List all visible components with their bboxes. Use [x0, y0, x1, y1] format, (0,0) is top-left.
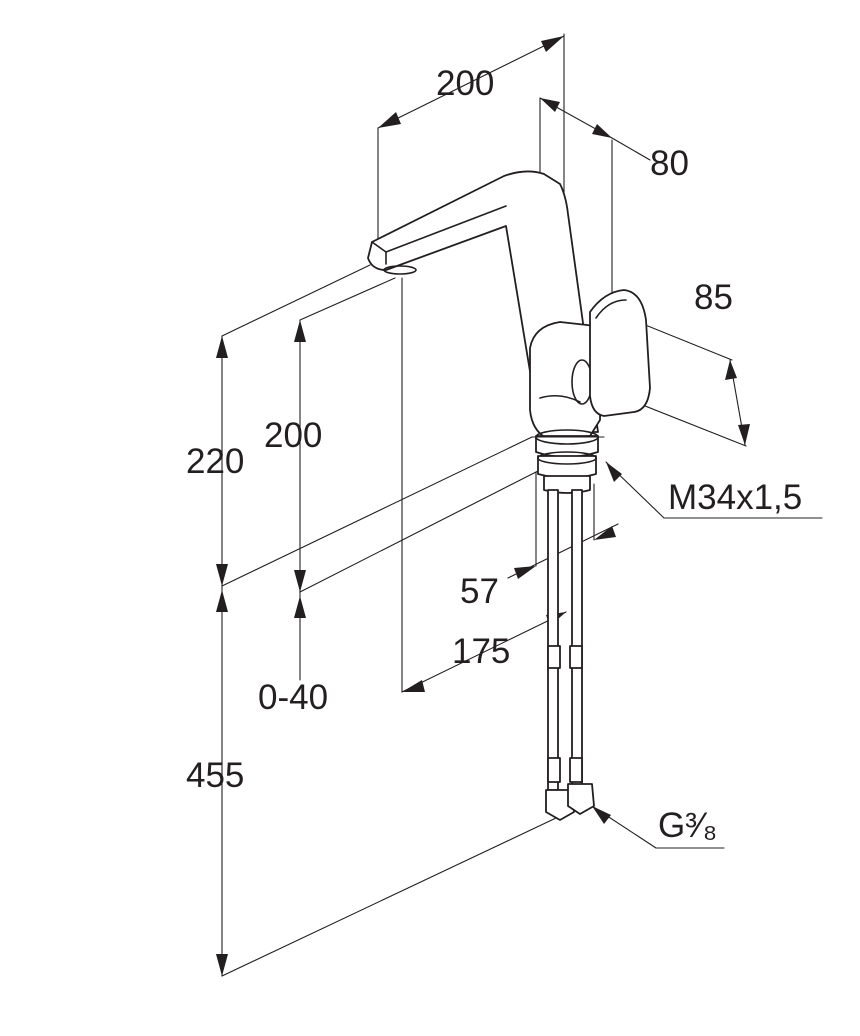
- dim-spout-reach-label: 200: [436, 64, 495, 103]
- dim-spout-to-tap-label: 175: [452, 632, 511, 671]
- dim-height-total-label: 220: [186, 442, 245, 481]
- dim-height-under-spout-label: 200: [264, 416, 323, 455]
- dim-handle-size-label: 85: [694, 278, 733, 317]
- dim-base-diameter-label: 57: [460, 572, 499, 611]
- dim-hose-length-label: 455: [186, 756, 245, 795]
- faucet-body: [367, 170, 651, 821]
- dim-deck-thickness-label: 0-40: [258, 678, 329, 717]
- dim-connection-label: G³⁄₈: [658, 806, 718, 845]
- dim-handle-offset-label: 80: [650, 144, 689, 183]
- dim-thread-label: M34x1,5: [668, 478, 803, 517]
